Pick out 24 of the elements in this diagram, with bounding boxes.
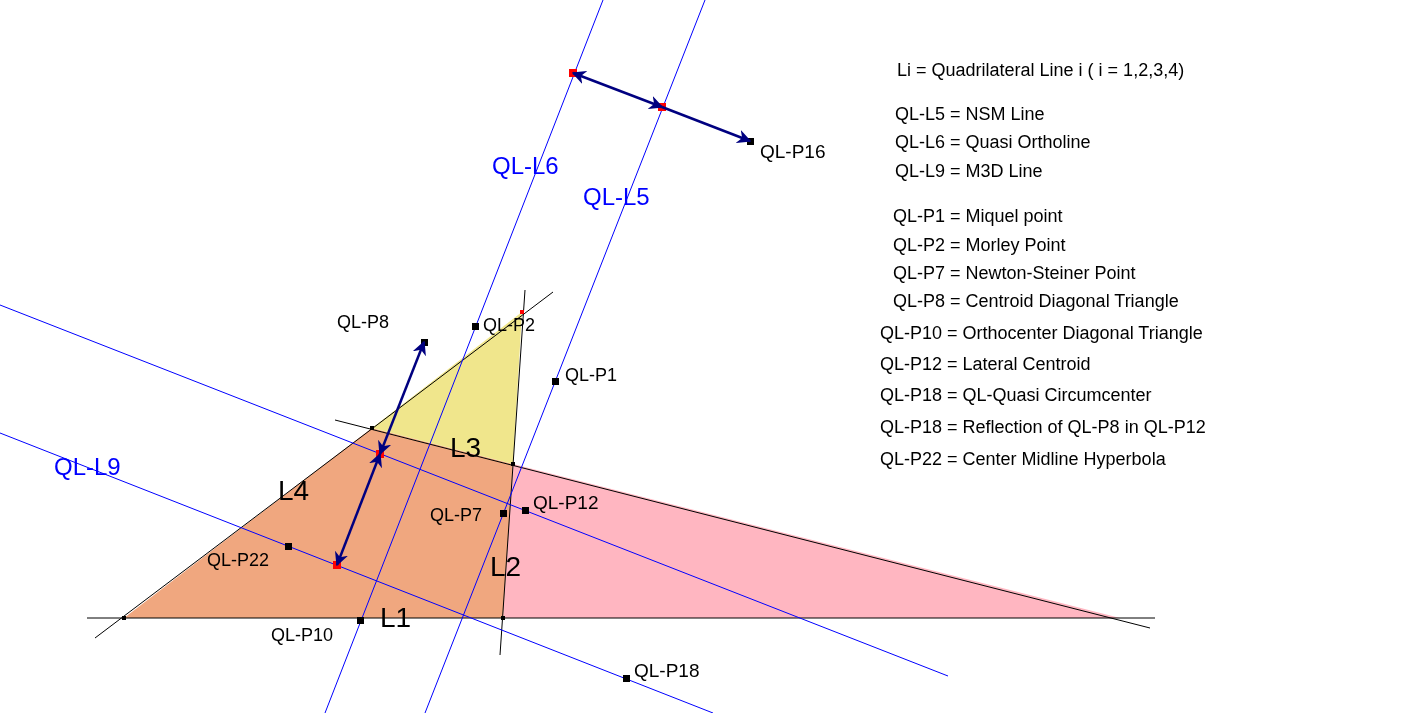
point-label: QL-P8 (337, 313, 390, 331)
legend-note: QL-P22 = Center Midline Hyperbola (880, 450, 1166, 468)
legend-note: Li = Quadrilateral Line i ( i = 1,2,3,4) (897, 61, 1185, 79)
legend-note: QL-P18 = Reflection of QL-P8 in QL-P12 (880, 418, 1206, 436)
legend-note: QL-P1 = Miquel point (893, 207, 1063, 225)
point-label: QL-P16 (760, 142, 826, 161)
legend-note: QL-P8 = Centroid Diagonal Triangle (893, 292, 1179, 310)
legend-note: QL-P7 = Newton-Steiner Point (893, 264, 1136, 282)
legend-note: QL-P10 = Orthocenter Diagonal Triangle (880, 324, 1203, 342)
point-label: QL-P10 (271, 626, 334, 644)
point-label: QL-P7 (430, 506, 483, 524)
point-label: QL-P22 (207, 551, 270, 569)
legend-note: QL-P2 = Morley Point (893, 236, 1066, 254)
line-label: L2 (490, 553, 522, 581)
point-label: QL-P12 (533, 493, 599, 512)
point-label: QL-P18 (634, 661, 700, 680)
line-label: L1 (380, 604, 412, 632)
legend-note: QL-L6 = Quasi Ortholine (895, 133, 1091, 151)
legend-note: QL-P18 = QL-Quasi Circumcenter (880, 386, 1152, 404)
point-label: QL-P1 (565, 366, 618, 384)
legend-note: QL-L5 = NSM Line (895, 105, 1045, 123)
line-label: QL-L5 (583, 185, 650, 209)
legend-note: QL-L9 = M3D Line (895, 162, 1043, 180)
legend-note: QL-P12 = Lateral Centroid (880, 355, 1091, 373)
